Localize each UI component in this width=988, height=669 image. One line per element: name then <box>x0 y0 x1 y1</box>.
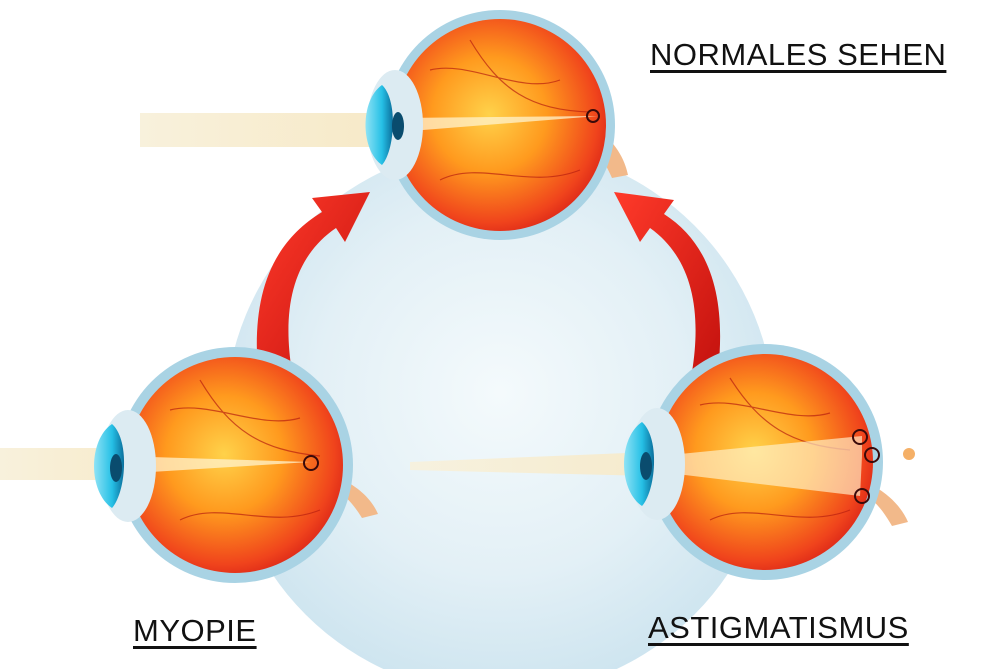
eye-astigmatism <box>624 344 908 580</box>
label-astigmatism: ASTIGMATISMUS <box>648 610 909 645</box>
label-normal-vision: NORMALES SEHEN <box>650 37 947 72</box>
eye-normal <box>365 10 628 240</box>
light-source-dot <box>903 448 915 460</box>
eye-myopie <box>94 347 378 583</box>
background-circle <box>225 145 775 669</box>
arrow-astig-to-normal <box>614 192 721 372</box>
arrow-myopie-to-normal <box>256 192 370 372</box>
label-myopia: MYOPIE <box>133 613 257 648</box>
